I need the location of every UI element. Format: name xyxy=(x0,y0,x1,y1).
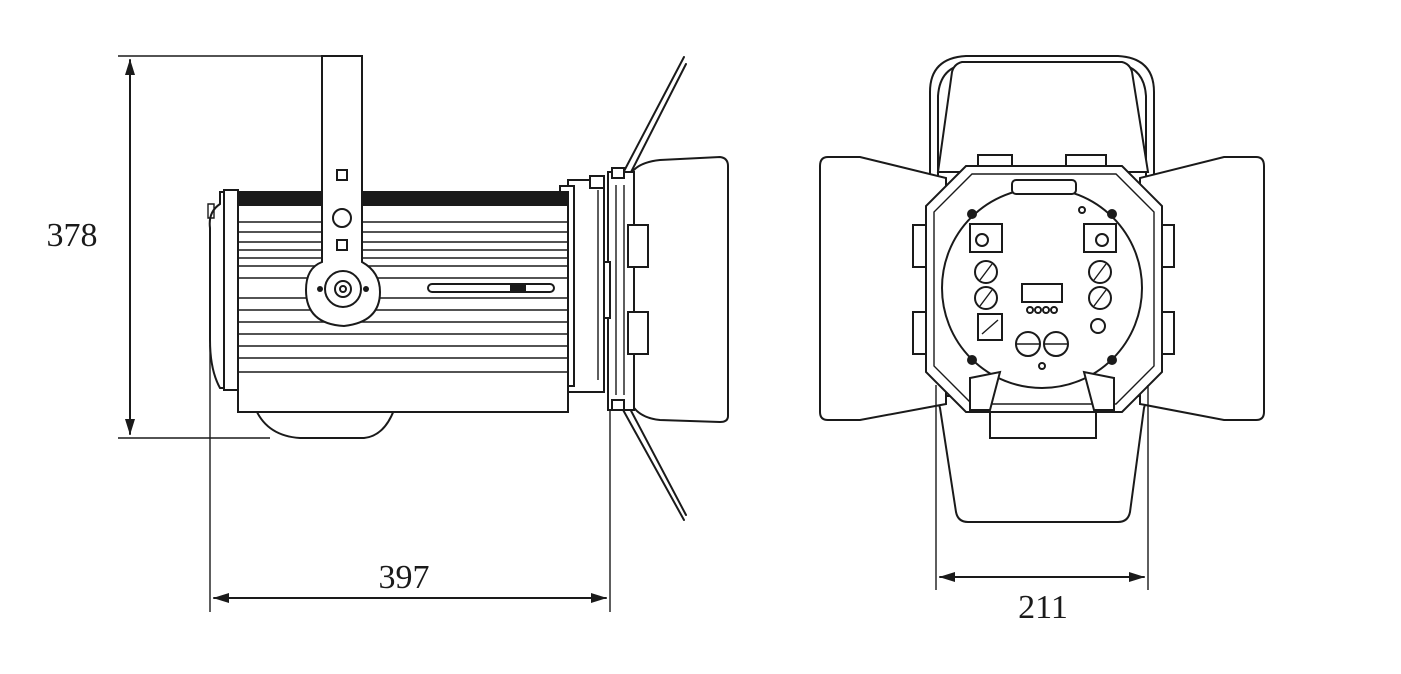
height-dimension-label: 378 xyxy=(47,217,98,254)
width-dimension-label: 211 xyxy=(1018,589,1068,626)
rear-view: 211 xyxy=(819,55,1265,626)
side-view: 378 397 xyxy=(47,55,729,612)
length-dimension-label: 397 xyxy=(379,559,430,596)
